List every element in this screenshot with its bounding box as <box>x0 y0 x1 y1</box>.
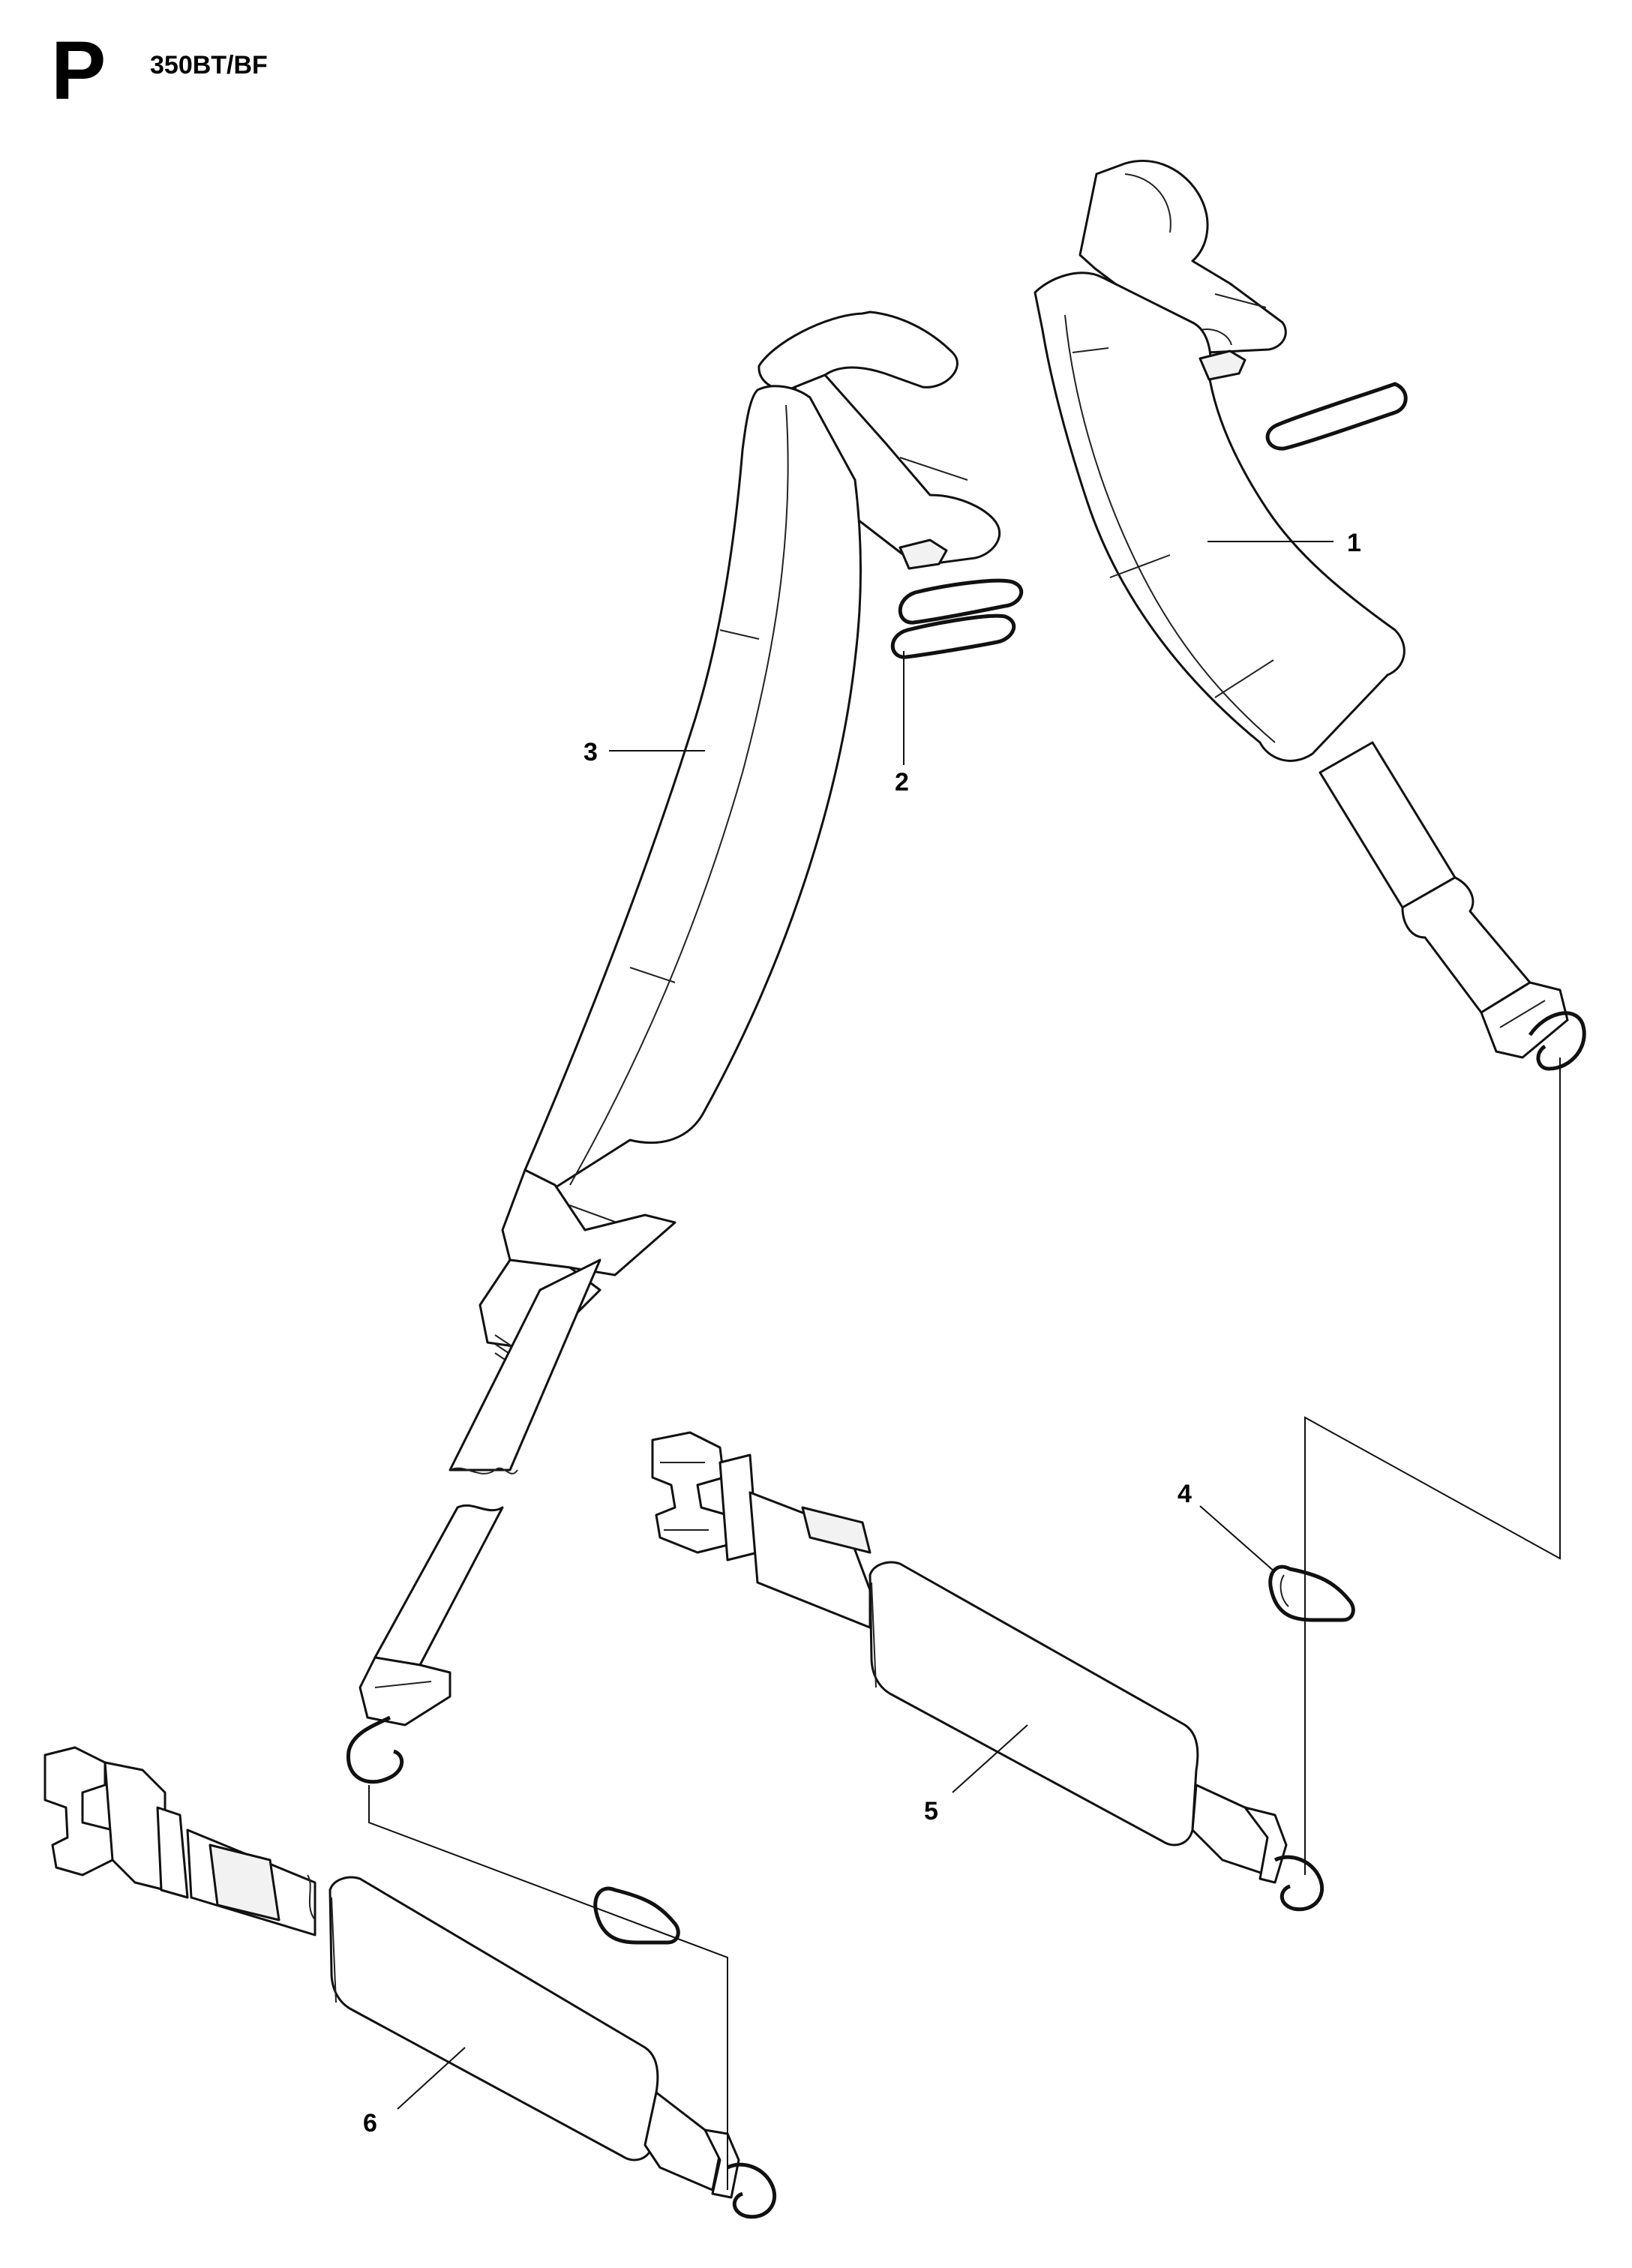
part-2-clip-lower-b <box>890 614 1016 659</box>
part-1-top-loop <box>1078 160 1287 354</box>
part-3-pad-seam <box>569 404 789 1186</box>
part-2-c-clips <box>890 382 1408 659</box>
part-1-loop-fold <box>1124 173 1172 233</box>
part-5-hip-pad <box>651 1431 1324 1912</box>
part-1-pad-seam <box>1064 314 1276 743</box>
part-3-left-shoulder-strap <box>346 310 1001 1784</box>
part-1-pad-line-b <box>1109 554 1171 578</box>
part-1-buckle-end <box>1480 981 1569 1059</box>
callout-4: 4 <box>1178 1480 1192 1508</box>
part-5-webbing-keeper <box>801 1506 872 1554</box>
assembly-lines <box>368 1058 1561 2190</box>
part-5-pad <box>868 1561 1199 1846</box>
part-1-stitch <box>1214 293 1267 308</box>
callout-1: 1 <box>1347 529 1361 557</box>
part-1-pad-line-c <box>1214 659 1274 698</box>
part-3-pad <box>524 385 862 1194</box>
part-6-d-ring <box>593 1886 680 1945</box>
part-5-buckle-end <box>1244 1806 1288 1884</box>
part-1-clip <box>1198 350 1246 381</box>
part-1-lower-webbing-b <box>1401 876 1532 1014</box>
part-6-hip-pad <box>44 1746 776 2219</box>
part-3-clip <box>898 538 948 570</box>
part-2-clip-lower <box>898 578 1024 625</box>
part-1-lower-webbing-a <box>1318 741 1456 909</box>
assembly-line-right <box>1304 1058 1561 1875</box>
part-6-buckle <box>44 1746 114 1876</box>
part-3-webbing-break <box>449 1467 518 1474</box>
part-3-hook <box>346 1715 404 1784</box>
part-4-d-ring <box>1268 1564 1355 1622</box>
part-3-buckle-line <box>374 1681 432 1688</box>
part-3-top-loop <box>758 310 958 391</box>
part-1-hook <box>1528 1011 1586 1071</box>
part-6-strap-end <box>644 2091 722 2192</box>
part-5-buckle <box>651 1431 729 1554</box>
part-6-hook <box>726 2162 776 2219</box>
callout-leaders <box>397 541 1334 2110</box>
part-6-webbing-keeper <box>208 1844 280 1922</box>
part-3-pad-line-b <box>629 967 676 983</box>
part-6-buckle-bar <box>156 1806 189 1899</box>
part-3-pad-line-a <box>719 629 760 640</box>
part-1-right-shoulder-strap <box>1034 160 1586 1071</box>
callout-6: 6 <box>363 2109 377 2138</box>
leader-5 <box>952 1724 1028 1793</box>
part-1-pad-line-a <box>1072 347 1109 353</box>
part-5-buckle-slots <box>660 1462 709 1531</box>
callout-5: 5 <box>924 1797 938 1826</box>
part-3-top-loop-b <box>794 374 1001 566</box>
part-4-d-ring-inner <box>1280 1574 1289 1607</box>
part-4-d-ring-outer <box>1268 1564 1355 1622</box>
part-5-pad-edge <box>871 1582 877 1688</box>
part-6-pad-edge <box>331 1897 337 2003</box>
part-1-buckle-line <box>1499 1000 1546 1028</box>
callout-2: 2 <box>895 768 909 796</box>
part-3-lower-webbing-b <box>374 1504 504 1666</box>
part-3-slider <box>501 1168 676 1276</box>
part-3-buckle-end <box>358 1656 452 1726</box>
leader-6 <box>397 2047 466 2110</box>
part-1-pad <box>1034 272 1406 762</box>
model-code: 350BT/BF <box>150 51 268 80</box>
leader-4 <box>1199 1505 1276 1573</box>
part-6-buckle-body <box>104 1761 166 1892</box>
part-3-lower-webbing-a <box>448 1258 602 1472</box>
part-1-buckle-slot <box>1199 328 1232 346</box>
assembly-line-left <box>368 1785 728 2190</box>
part-2-clip-upper-highlight <box>1282 389 1392 430</box>
section-letter: P <box>51 25 106 117</box>
part-3-stitch <box>899 457 968 481</box>
part-2-clip-upper <box>1265 382 1408 451</box>
part-5-hook <box>1274 1855 1324 1912</box>
callout-labels: 1 2 3 4 5 6 <box>363 529 1361 2138</box>
part-6-webbing-break <box>307 1874 316 1921</box>
callout-3: 3 <box>584 738 598 766</box>
part-6-pad <box>328 1876 659 2162</box>
